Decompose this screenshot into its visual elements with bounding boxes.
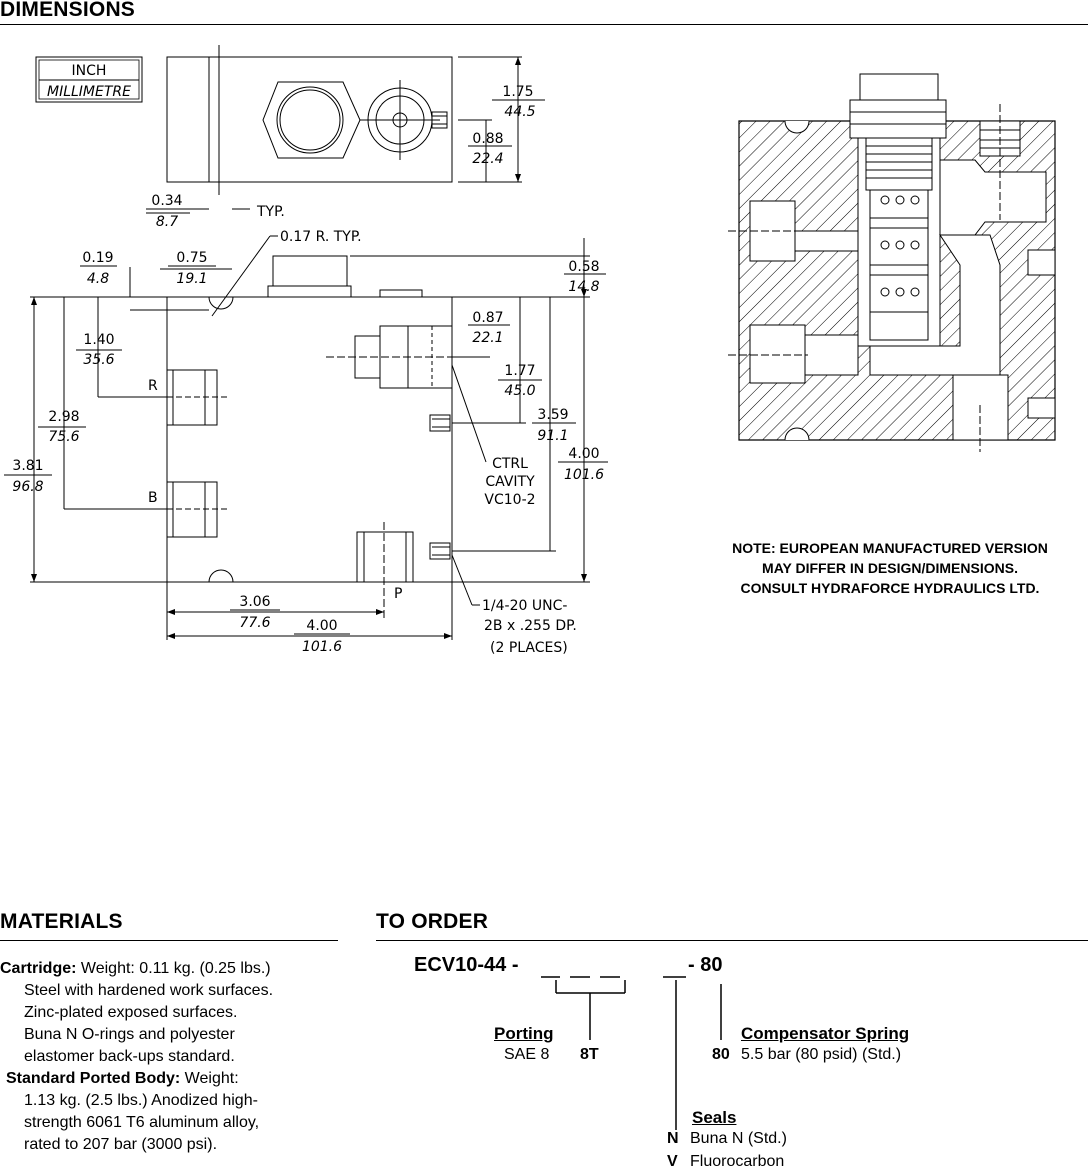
seal-code-n: N <box>667 1130 679 1147</box>
porting-code: 8T <box>580 1046 599 1063</box>
seal-value-v: Fluorocarbon <box>690 1153 785 1170</box>
note-line-3: CONSULT HYDRAFORCE HYDRAULICS LTD. <box>740 580 1040 596</box>
compensator-spring-label: Compensator Spring <box>741 1024 910 1043</box>
legend-millimetre: MILLIMETRE <box>47 84 131 100</box>
section-view <box>728 73 1056 452</box>
note-line-1: NOTE: EUROPEAN MANUFACTURED VERSION <box>732 540 1048 556</box>
dim-0-75: 0.75 <box>176 250 207 266</box>
ctrl-callout-2: CAVITY <box>485 474 535 490</box>
ctrl-callout-1: CTRL <box>492 456 528 472</box>
radius-label: 0.17 R. TYP. <box>280 229 362 245</box>
body-line-1: 1.13 kg. (2.5 lbs.) Anodized high- <box>24 1092 258 1109</box>
dim-75-6: 75.6 <box>48 429 79 445</box>
note-line-2: MAY DIFFER IN DESIGN/DIMENSIONS. <box>762 560 1018 576</box>
dim-0-58: 0.58 <box>568 259 599 275</box>
seals-label: Seals <box>692 1108 737 1127</box>
cartridge-line-4: elastomer back-ups standard. <box>24 1048 235 1065</box>
spring-code: 80 <box>712 1046 730 1063</box>
dim-3-81: 3.81 <box>12 458 43 474</box>
dim-0-88: 0.88 <box>472 131 503 147</box>
dimensions-heading: DIMENSIONS <box>0 0 136 21</box>
dim-8-7: 8.7 <box>156 214 178 230</box>
ctrl-callout-3: VC10-2 <box>484 492 535 508</box>
cartridge-line-1: Steel with hardened work surfaces. <box>24 982 274 999</box>
body-line-2: strength 6061 T6 aluminum alloy, <box>24 1114 260 1131</box>
dim-101-6-bottom: 101.6 <box>302 639 342 655</box>
dim-3-59: 3.59 <box>537 407 568 423</box>
cartridge-label: Cartridge: <box>0 960 77 977</box>
to-order-heading: TO ORDER <box>376 910 489 933</box>
dim-96-8: 96.8 <box>12 479 43 495</box>
body-line-3: rated to 207 bar (3000 psi). <box>24 1136 218 1153</box>
dim-91-1: 91.1 <box>537 428 568 444</box>
spring-value: 5.5 bar (80 psid) (Std.) <box>741 1046 902 1063</box>
dim-22-1: 22.1 <box>472 330 503 346</box>
european-version-note: NOTE: EUROPEAN MANUFACTURED VERSION MAY … <box>690 538 1088 598</box>
dim-0-87: 0.87 <box>472 310 503 326</box>
port-r-label: R <box>148 378 158 394</box>
thread-callout-3: (2 PLACES) <box>490 640 568 656</box>
dim-3-06: 3.06 <box>239 594 270 610</box>
dim-4-00-bottom: 4.00 <box>306 618 337 634</box>
dimension-drawings: INCH MILLIMETRE 1.75 44.5 0.88 22.4 0. <box>4 45 1056 656</box>
order-code-prefix: ECV10-44 - <box>414 954 519 976</box>
dim-45-0: 45.0 <box>504 383 535 399</box>
thread-callout-1: 1/4-20 UNC- <box>482 598 567 614</box>
dim-4-00-right: 4.00 <box>568 446 599 462</box>
dim-0-19: 0.19 <box>82 250 113 266</box>
body-label: Standard Ported Body: <box>6 1070 181 1087</box>
units-legend: INCH MILLIMETRE <box>35 56 143 103</box>
cartridge-weight-value: Weight: 0.11 kg. (0.25 lbs.) <box>76 960 271 977</box>
dim-14-8: 14.8 <box>568 279 599 295</box>
order-code-suffix: - 80 <box>688 954 723 976</box>
seal-code-v: V <box>667 1153 678 1170</box>
dim-77-6: 77.6 <box>239 615 270 631</box>
dim-101-6-right: 101.6 <box>564 467 604 483</box>
body-weight: Standard Ported Body: Weight: <box>0 1068 340 1090</box>
dim-2-98: 2.98 <box>48 409 79 425</box>
front-view <box>4 235 608 640</box>
materials-heading: MATERIALS <box>0 910 123 933</box>
seal-value-n: Buna N (Std.) <box>690 1130 787 1147</box>
dim-1-40: 1.40 <box>83 332 114 348</box>
top-view <box>166 45 545 195</box>
dim-35-6: 35.6 <box>83 352 114 368</box>
typ-label: TYP. <box>256 204 285 220</box>
dim-19-1: 19.1 <box>176 271 207 287</box>
dim-0-34: 0.34 <box>151 193 182 209</box>
to-order-rule <box>376 940 1088 941</box>
materials-text: Cartridge: Weight: 0.11 kg. (0.25 lbs.) … <box>0 958 340 1156</box>
cartridge-weight: Cartridge: Weight: 0.11 kg. (0.25 lbs.) <box>0 958 340 980</box>
cartridge-line-2: Zinc-plated exposed surfaces. <box>24 1004 238 1021</box>
materials-rule <box>0 940 338 941</box>
legend-inch: INCH <box>72 63 107 79</box>
dim-1-77: 1.77 <box>504 363 535 379</box>
dim-44-5: 44.5 <box>504 104 535 120</box>
porting-value: SAE 8 <box>504 1046 550 1063</box>
body-weight-value: Weight: <box>180 1070 239 1087</box>
dim-1-75: 1.75 <box>502 84 533 100</box>
port-p-label: P <box>394 586 402 602</box>
thread-callout-2: 2B x .255 DP. <box>484 618 577 634</box>
dim-4-8: 4.8 <box>87 271 109 287</box>
cartridge-line-3: Buna N O-rings and polyester <box>24 1026 235 1043</box>
porting-label: Porting <box>494 1024 554 1043</box>
port-b-label: B <box>148 490 158 506</box>
dim-22-4: 22.4 <box>472 151 503 167</box>
dimensions-rule <box>0 24 1088 25</box>
